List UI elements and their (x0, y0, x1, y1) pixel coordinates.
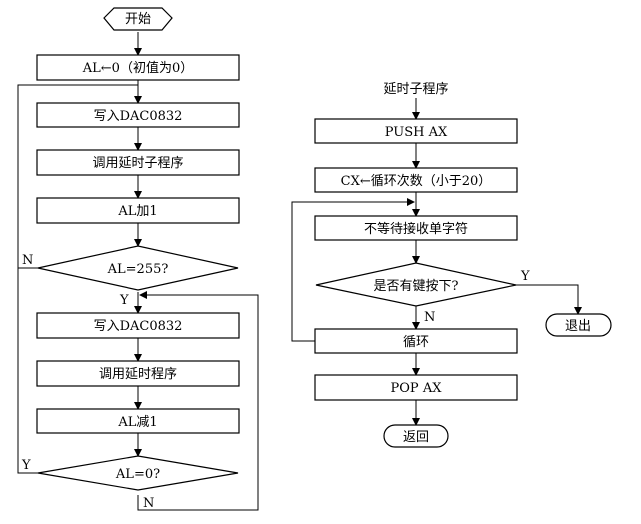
delay-subroutine-flowchart: 延时子程序 PUSH AX CX←循环次数（小于20） 不等待接收单字符 是否有… (291, 82, 612, 448)
pop-ax-box (314, 374, 518, 401)
decision-al-255-label: AL=255? (107, 262, 169, 277)
write-dac-label-1: 写入DAC0832 (94, 109, 183, 124)
decision-al-255 (37, 245, 239, 291)
decision-255-yes-label: Y (119, 293, 129, 308)
pop-ax-label: POP AX (391, 381, 443, 396)
inc-label: AL加1 (117, 204, 157, 219)
loop-box (314, 328, 518, 354)
inc-box (36, 197, 240, 224)
decision-0-yes-label: Y (21, 458, 31, 473)
decision-al-0-label: AL=0? (115, 467, 160, 482)
call-delay-box-1 (36, 149, 240, 176)
decision-0-no-label: N (143, 496, 154, 511)
write-dac-box-2 (36, 312, 240, 339)
call-delay-box-2 (36, 360, 240, 387)
init-box (36, 54, 240, 81)
start-label: 开始 (125, 12, 151, 27)
exit-terminal (545, 313, 612, 337)
exit-label: 退出 (565, 319, 591, 334)
decision-255-no-label: N (22, 253, 33, 268)
loop-n-255-to-write1 (17, 84, 138, 269)
decision-key-no-label: N (424, 310, 435, 325)
push-ax-label: PUSH AX (385, 125, 448, 140)
return-label: 返回 (403, 430, 429, 445)
dec-label: AL减1 (117, 415, 157, 430)
delay-subroutine-title: 延时子程序 (383, 82, 448, 97)
loop-y-0-to-top (17, 268, 38, 474)
decision-al-0 (37, 455, 239, 491)
main-flowchart: 开始 AL←0（初值为0） 写入DAC0832 调用延时子程序 AL加1 AL=… (17, 7, 259, 511)
connector-check-yes-to-exit (516, 284, 582, 315)
init-label: AL←0（初值为0） (82, 60, 193, 76)
set-cx-label: CX←循环次数（小于20） (341, 173, 492, 189)
start-terminal (103, 7, 173, 31)
loop-label: 循环 (403, 335, 429, 350)
return-terminal (383, 424, 449, 448)
set-cx-box (314, 167, 518, 193)
push-ax-box (314, 118, 518, 144)
wait-char-box (314, 215, 518, 241)
decision-key-pressed (315, 262, 517, 307)
call-delay-label-2: 调用延时程序 (99, 367, 177, 382)
dec-box (36, 408, 240, 434)
decision-key-pressed-label: 是否有键按下? (374, 279, 459, 294)
write-dac-box-1 (36, 102, 240, 128)
loop-back-to-wait (291, 198, 415, 342)
wait-char-label: 不等待接收单字符 (364, 221, 468, 237)
call-delay-label-1: 调用延时子程序 (92, 156, 183, 171)
decision-key-yes-label: Y (520, 269, 530, 284)
write-dac-label-2: 写入DAC0832 (94, 319, 183, 334)
loop-n-0-to-write2 (137, 291, 259, 511)
